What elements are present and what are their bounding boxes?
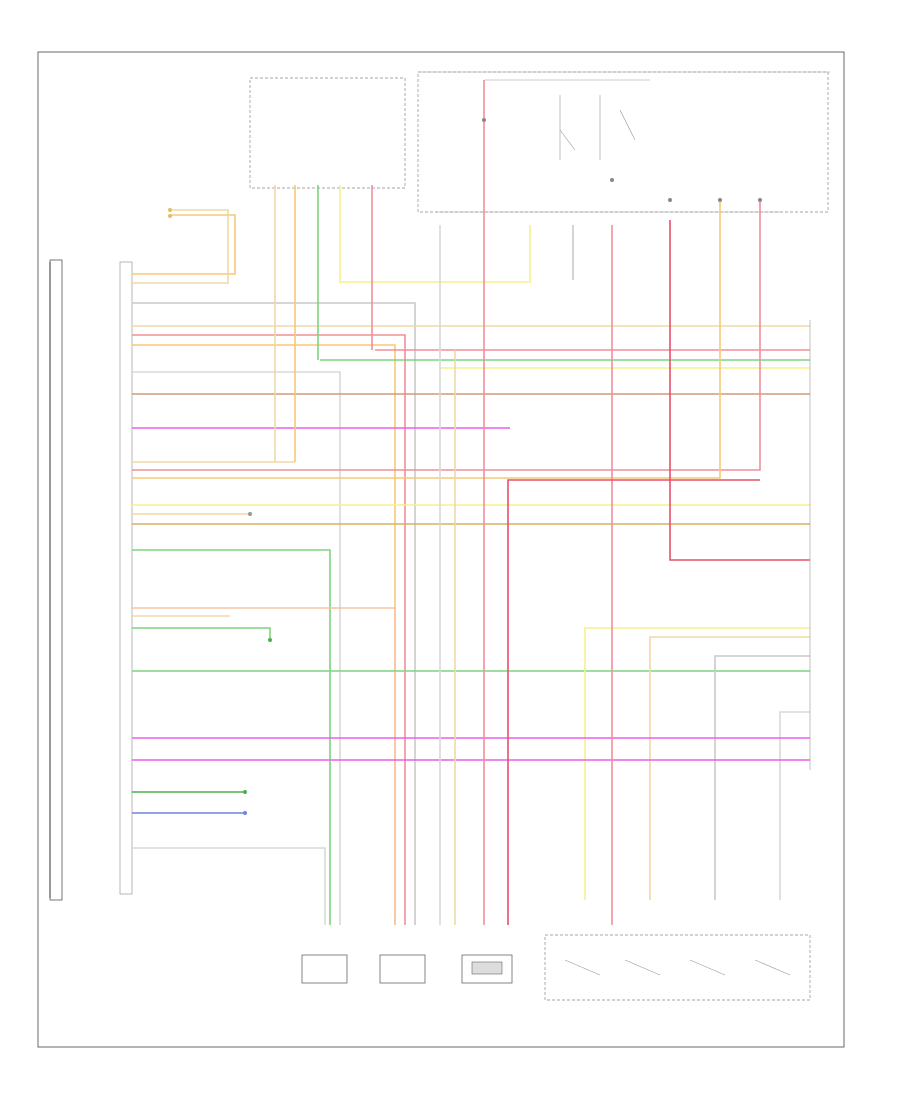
wire-peach-1 — [132, 607, 396, 925]
top-harness-boxes — [249, 71, 830, 213]
wire-pink-1 — [132, 334, 406, 925]
component-box-3 — [461, 954, 513, 984]
component-box-2 — [379, 954, 426, 984]
wire-tan-1 — [132, 209, 229, 284]
wire-gray-2 — [132, 371, 341, 925]
control-module — [49, 259, 133, 901]
harness-wires — [132, 200, 810, 925]
wire-orange-1 — [132, 214, 236, 275]
wire-yellow-2 — [584, 627, 810, 900]
component-box-1 — [301, 954, 348, 984]
module-pins — [168, 208, 272, 815]
wire-tan-6 — [649, 636, 810, 900]
wire-orange-3 — [132, 200, 721, 479]
bottom-components — [301, 934, 811, 1001]
wire-gray-4 — [779, 711, 810, 900]
wire-red-1 — [669, 220, 810, 561]
wire-gray-3 — [714, 655, 810, 900]
wire-gray-5 — [132, 847, 326, 925]
wire-green-3 — [132, 627, 271, 640]
vwire-red-2 — [507, 479, 760, 925]
fuse-relay-block — [482, 79, 762, 202]
switch-assembly — [544, 934, 811, 1001]
vwire-yellow-1 — [339, 185, 531, 283]
wire-pink-3 — [132, 200, 761, 471]
wire-green-2 — [132, 549, 331, 925]
wire-gray-1 — [132, 302, 416, 925]
diagram-frame — [37, 51, 845, 1048]
wire-orange-2 — [132, 344, 396, 925]
vertical-wires — [274, 80, 760, 925]
